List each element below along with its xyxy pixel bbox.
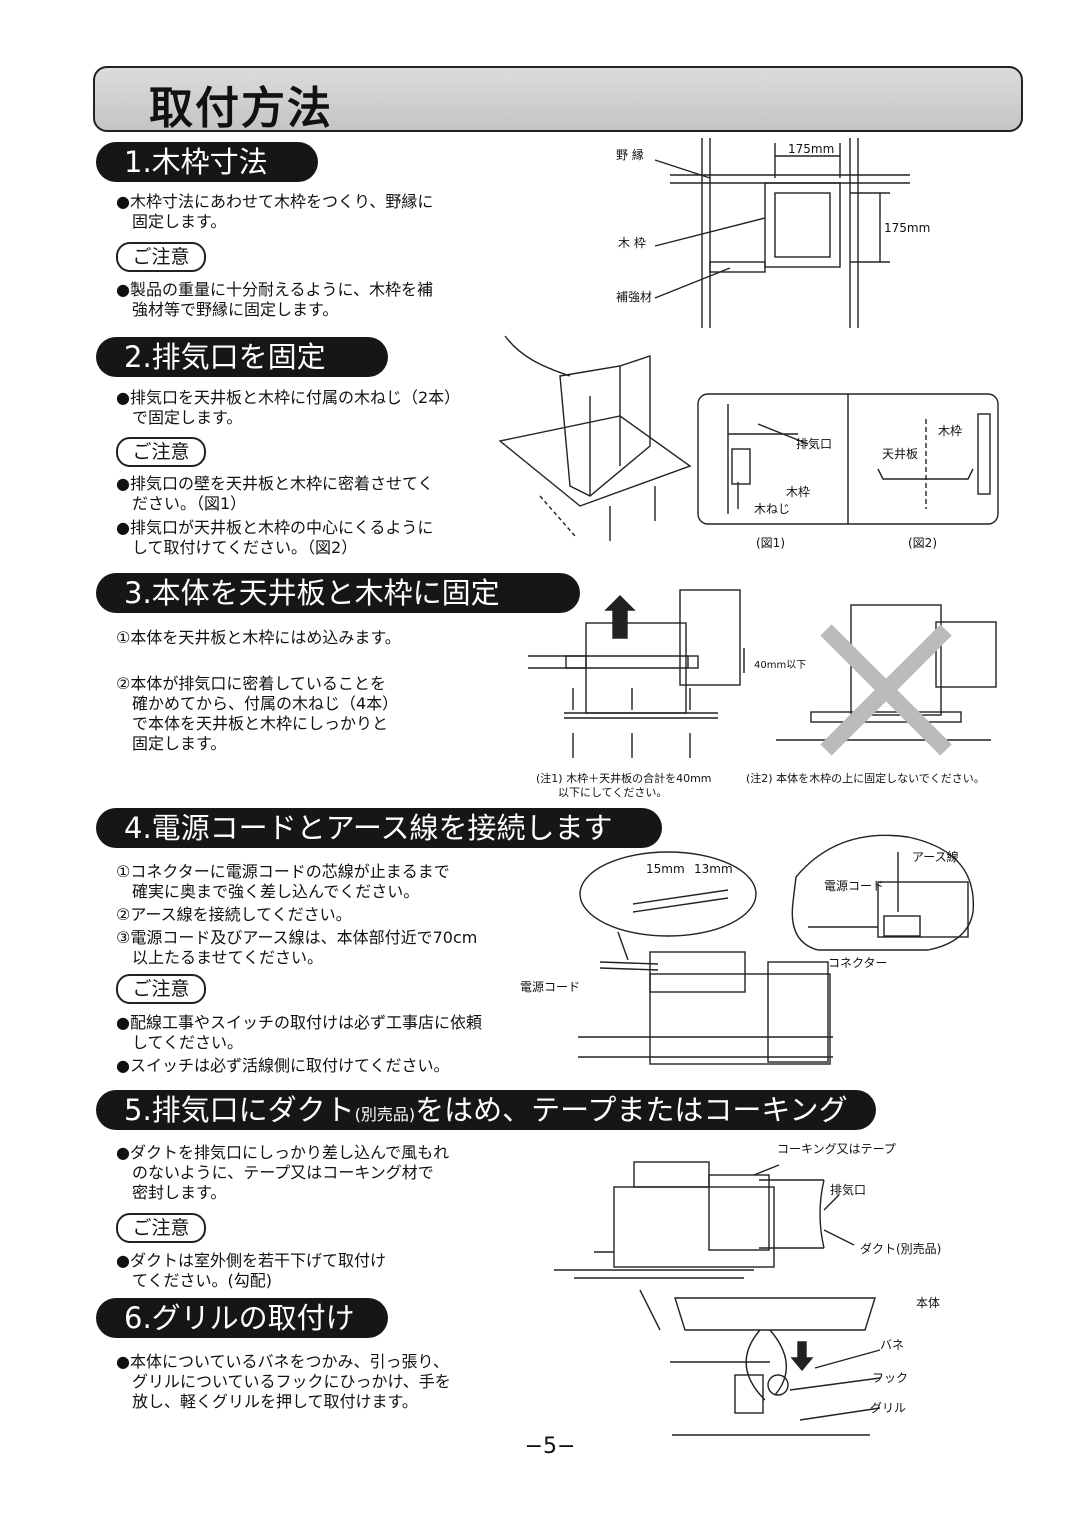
label-dim-width: 175mm [788, 142, 835, 156]
s4-step-3: ③電源コード及びアース線は、本体部付近で70cm 以上たるませてください。 [116, 928, 478, 967]
caption-fig2: (図2) [908, 536, 937, 550]
s4-step-2: ②アース線を接続してください。 [116, 905, 352, 924]
label-duct: ダクト(別売品) [860, 1242, 942, 1256]
label-hontai: 本体 [916, 1296, 941, 1310]
label-earth-wire: アース線 [912, 850, 959, 864]
label-dim-15mm: 15mm [646, 862, 685, 876]
label-tenjoban: 天井板 [882, 447, 919, 461]
s1-caution-label: ご注意 [116, 242, 206, 272]
s1-caution-text: ●製品の重量に十分耐えるように、木枠を補 強材等で野縁に固定します。 [116, 280, 434, 319]
label-cord-main: 電源コード [520, 980, 581, 994]
label-noen: 野 縁 [616, 148, 644, 162]
s2-bullet-1: ●排気口を天井板と木枠に付属の木ねじ（2本） で固定します。 [116, 388, 461, 427]
s5-caution-label: ご注意 [116, 1213, 206, 1243]
label-connector: コネクター [828, 956, 888, 970]
s6-grill-diagram [639, 1289, 881, 1436]
s4-caution-text-2: ●スイッチは必ず活線側に取付けてください。 [116, 1056, 450, 1075]
s5-caution-text: ●ダクトは室外側を若干下げて取付け てください。(勾配) [116, 1251, 386, 1290]
s4-caution-text-1: ●配線工事やスイッチの取付けは必ず工事店に依頼 してください。 [116, 1013, 482, 1052]
label-dim-height: 175mm [884, 221, 931, 235]
label-hook: フック [872, 1371, 909, 1385]
label-mokuneji: 木ねじ [754, 502, 791, 516]
s2-caution-text-2: ●排気口が天井板と木枠の中心にくるように して取付けてください。（図2） [116, 518, 434, 557]
page-number: −5− [524, 1434, 576, 1459]
label-mokuwaku-fig1: 木枠 [786, 485, 811, 499]
s1-frame-diagram [654, 138, 910, 328]
label-mokuwaku-fig2: 木枠 [938, 424, 963, 438]
label-haiki-s5: 排気口 [830, 1183, 867, 1197]
section-4-heading: 4.電源コードとアース線を接続します [96, 808, 662, 848]
s5-duct-diagram [554, 1161, 855, 1279]
s4-caution-label: ご注意 [116, 974, 206, 1004]
s4-wiring-diagram [578, 834, 974, 1065]
label-caulking: コーキング又はテープ [777, 1142, 896, 1156]
s5-bullet-1: ●ダクトを排気口にしっかり差し込んで風もれ のないように、テープ又はコーキング材… [116, 1143, 450, 1202]
s3-note-2: (注2) 本体を木枠の上に固定しないでください。 [746, 772, 985, 785]
section-5-heading: 5.排気口にダクト(別売品)をはめ、テープまたはコーキング [96, 1090, 876, 1130]
section-2-heading: 2.排気口を固定 [96, 337, 388, 377]
label-dim-13mm: 13mm [694, 862, 733, 876]
s2-caution-text-1: ●排気口の壁を天井板と木枠に密着させてく ださい。（図1） [116, 474, 434, 513]
s3-step-1: ①本体を天井板と木枠にはめ込みます。 [116, 628, 401, 647]
s2-exhaust-diagram [498, 335, 692, 541]
label-haikiguchi: 排気口 [796, 437, 833, 451]
s3-step-2: ②本体が排気口に密着していることを 確かめてから、付属の木ねじ（4本） で本体を… [116, 674, 399, 753]
label-grill: グリル [870, 1401, 907, 1415]
page-title-box: 取付方法 [93, 66, 1023, 134]
s6-bullet-1: ●本体についているバネをつかみ、引っ張り、 グリルについているフックにひっかけ、… [116, 1352, 451, 1411]
s4-step-1: ①コネクターに電源コードの芯線が止まるまで 確実に奥まで強く差し込んでください。 [116, 862, 450, 901]
page-title: 取付方法 [149, 83, 333, 134]
s2-caution-label: ご注意 [116, 437, 206, 467]
section-6-heading: 6.グリルの取付け [96, 1298, 388, 1338]
section-1-heading: 1.木枠寸法 [96, 142, 318, 182]
caption-fig1: (図1) [756, 536, 785, 550]
s3-install-diagram [528, 589, 745, 758]
s1-bullet-1: ●木枠寸法にあわせて木枠をつくり、野縁に 固定します。 [116, 192, 434, 231]
label-mokuwaku: 木 枠 [618, 236, 646, 250]
s3-wrong-diagram [776, 604, 997, 756]
s2-detail-figures [697, 393, 999, 525]
label-bane: バネ [880, 1338, 905, 1352]
label-40mm: 40mm以下 [754, 660, 807, 671]
label-cord-detail: 電源コード [824, 879, 885, 893]
section-3-heading: 3.本体を天井板と木枠に固定 [96, 573, 580, 613]
label-hokyozai: 補強材 [616, 290, 653, 304]
